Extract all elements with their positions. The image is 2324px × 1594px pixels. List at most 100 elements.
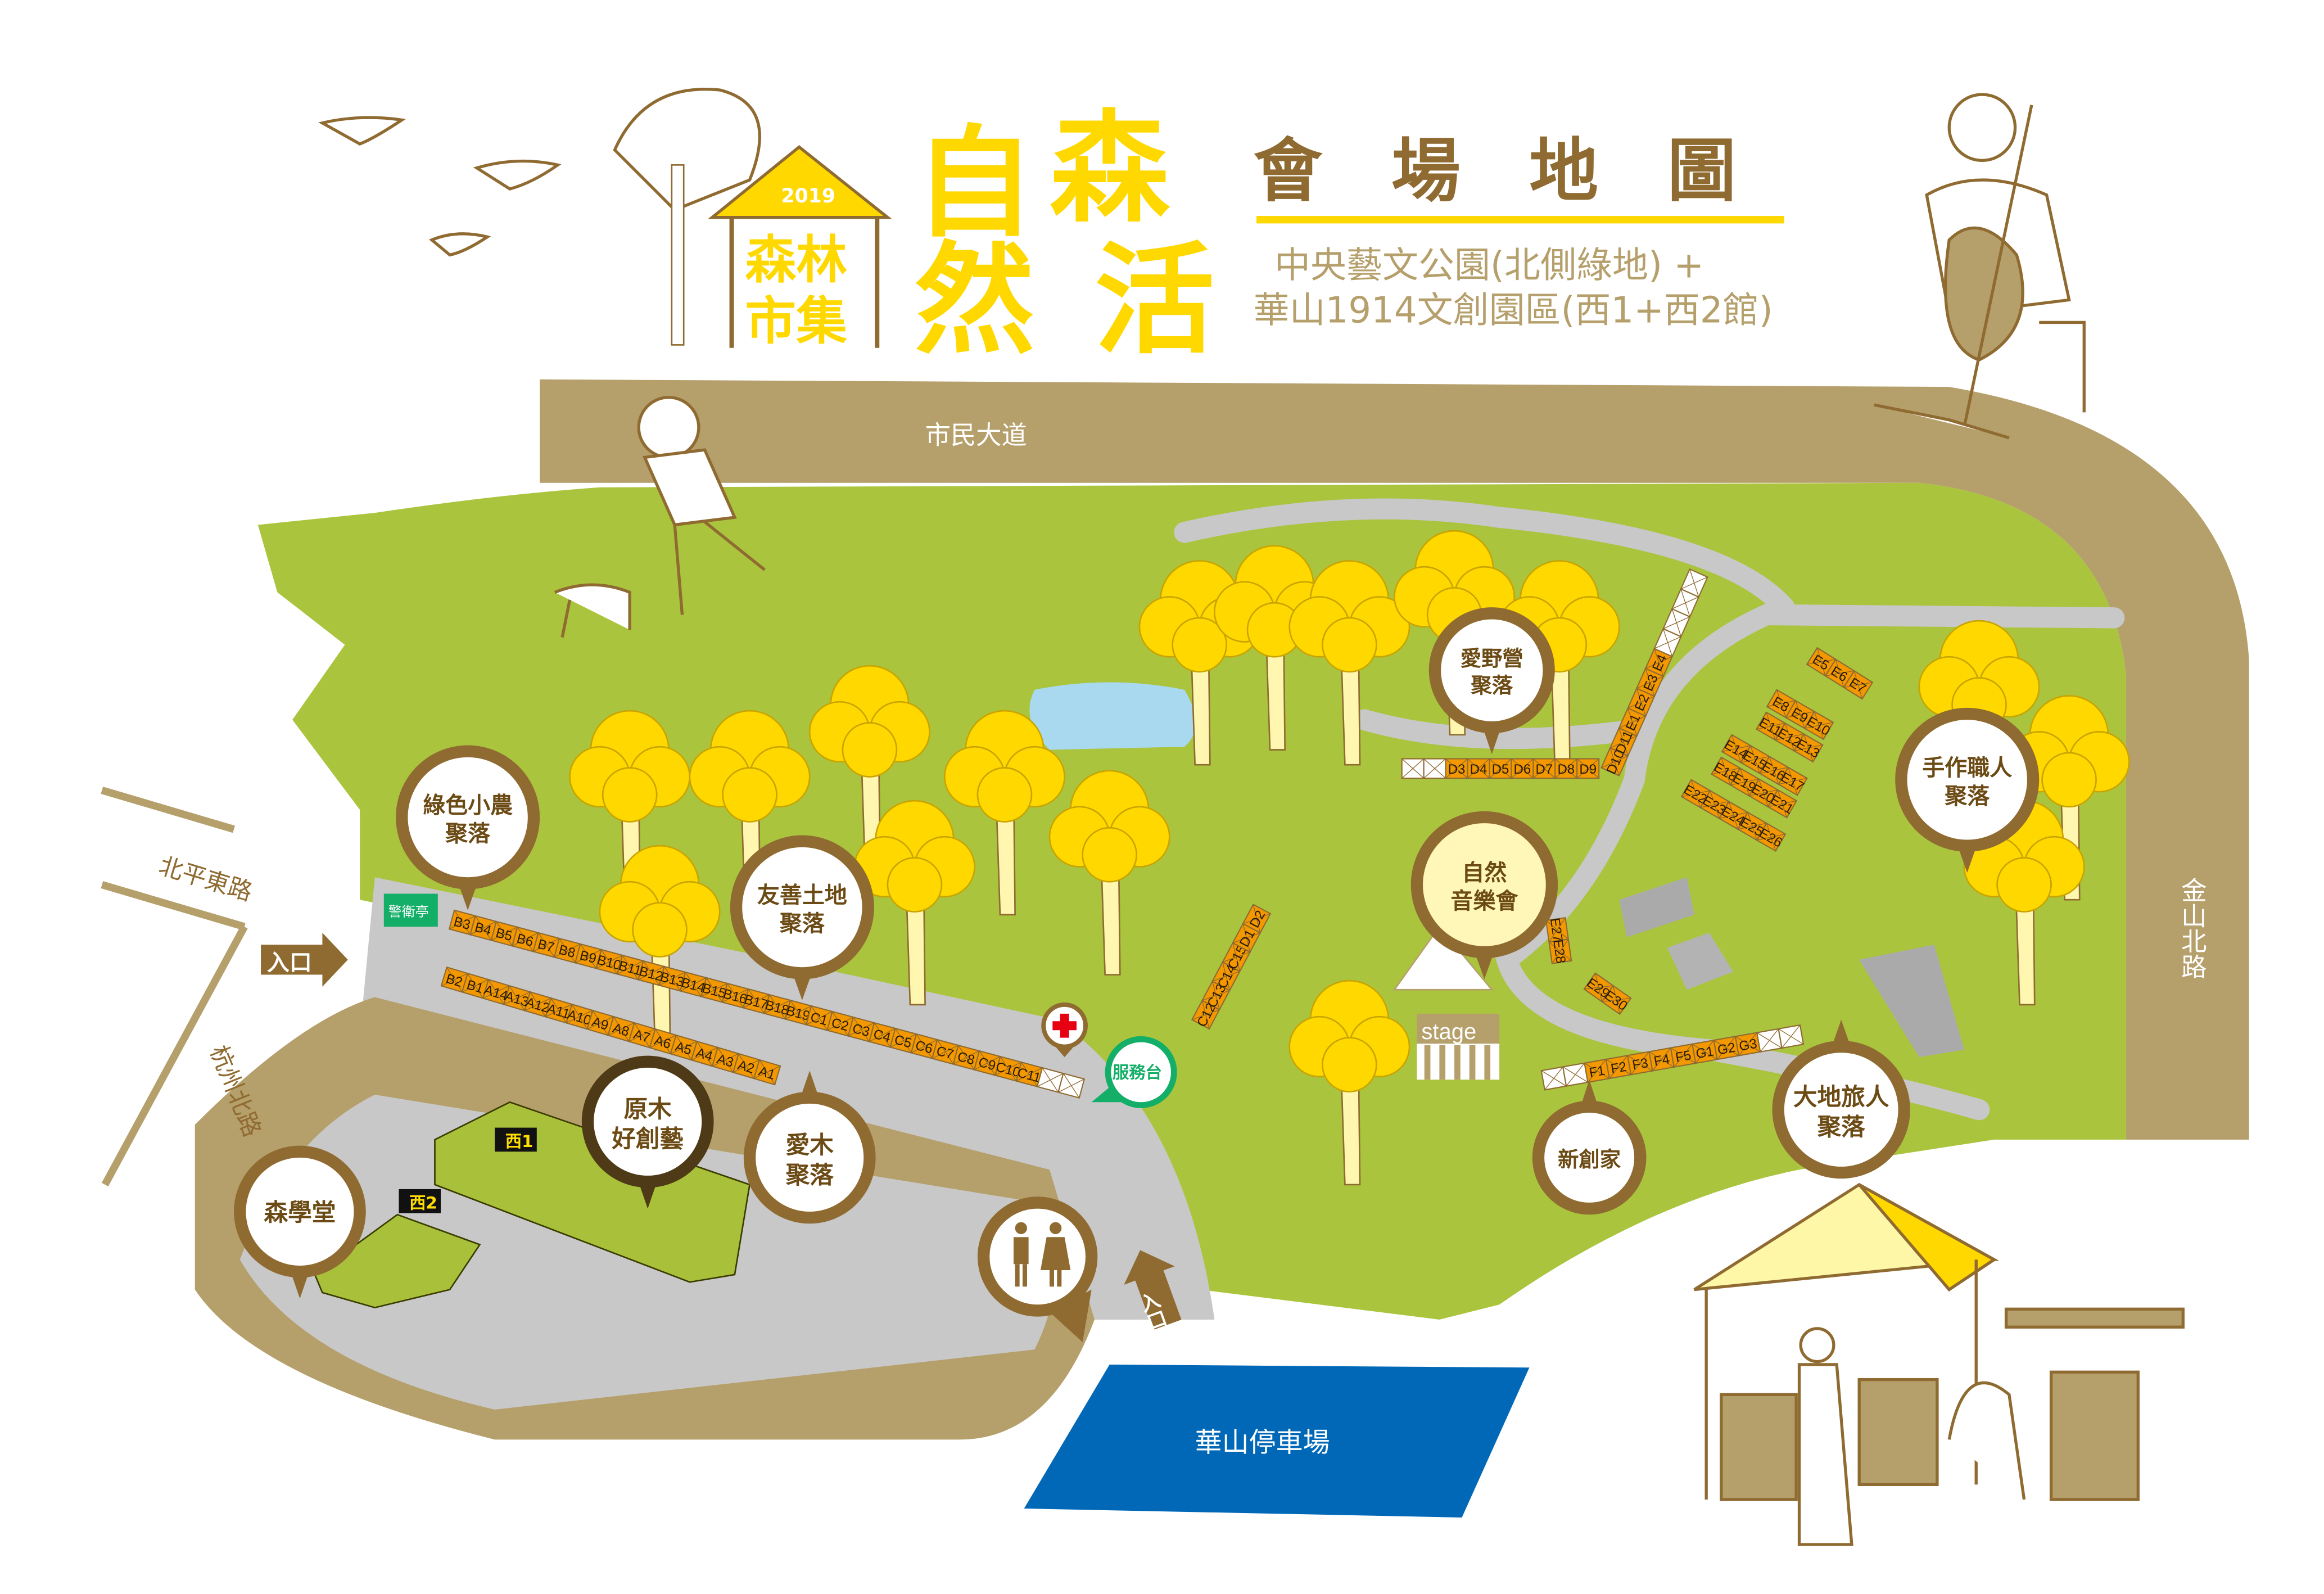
booth-label: F3 <box>1631 1055 1649 1073</box>
street-lines <box>101 787 248 1187</box>
booth-cell[interactable]: C1 <box>805 1005 833 1031</box>
empty-booth-cell[interactable] <box>1778 1024 1805 1049</box>
parking-label: 華山停車場 <box>1195 1427 1330 1458</box>
booth-cell[interactable]: F2 <box>1605 1054 1632 1080</box>
booth-cell[interactable]: B9 <box>574 943 602 969</box>
zone-name-line2: 好創藝 <box>611 1125 684 1153</box>
booth-cell[interactable]: B5 <box>490 920 518 947</box>
booth-cell[interactable]: D2 <box>1242 904 1272 934</box>
booth-label: F1 <box>1588 1063 1606 1080</box>
booth-cell[interactable]: C4 <box>868 1022 896 1048</box>
rock-block <box>1859 945 1964 1058</box>
tree <box>1288 979 1410 1186</box>
booth-cell[interactable]: D5 <box>1489 758 1512 779</box>
booth-cell[interactable]: B8 <box>553 937 581 964</box>
booth-cell[interactable]: E3 <box>1635 667 1665 697</box>
booth-cell[interactable]: F1 <box>1584 1058 1611 1083</box>
booth-cell[interactable]: D7 <box>1532 758 1556 779</box>
empty-booth-cell[interactable] <box>1671 588 1700 618</box>
booth-cell[interactable]: A5 <box>670 1034 698 1061</box>
booth-cell[interactable]: G2 <box>1713 1036 1740 1060</box>
booth-cell[interactable]: F4 <box>1648 1047 1675 1072</box>
booth-cell[interactable]: D6 <box>1511 758 1534 779</box>
entrance-west[interactable]: 入口 <box>261 932 348 987</box>
booth-cell[interactable]: B11 <box>616 954 644 981</box>
booth-cell[interactable]: C6 <box>910 1033 938 1059</box>
booth-label: E28 <box>1550 938 1568 964</box>
empty-booth-cell[interactable] <box>1680 568 1708 598</box>
map-title: 會 場 地 圖 <box>1254 131 1737 211</box>
title-char-3: 然 <box>915 231 1034 371</box>
booth-cell[interactable]: D3 <box>1445 758 1468 779</box>
booth-cell[interactable]: C3 <box>847 1016 875 1042</box>
booth-cell[interactable]: E8 <box>1766 689 1797 719</box>
booth-cell[interactable]: E27 <box>1545 916 1570 943</box>
booth-cell[interactable]: B6 <box>511 926 539 952</box>
zone-name-line1: 原木 <box>624 1095 672 1123</box>
booth-cell[interactable]: E28 <box>1548 938 1572 965</box>
booth-cell[interactable]: E2 <box>1627 687 1656 717</box>
booth-cell[interactable]: C11 <box>1015 1061 1043 1087</box>
booth-cell[interactable]: A9 <box>586 1009 614 1036</box>
booth-cell[interactable]: B4 <box>469 915 498 941</box>
booth-cell[interactable]: A11 <box>545 997 573 1024</box>
booth-cell[interactable]: C9 <box>973 1050 1001 1076</box>
restroom-marker[interactable] <box>977 1196 1098 1342</box>
booth-cell[interactable]: C7 <box>932 1038 959 1065</box>
booth-cell[interactable]: D4 <box>1467 758 1490 779</box>
parking-lot[interactable] <box>1024 1364 1530 1518</box>
booth-cell[interactable]: D8 <box>1554 758 1578 779</box>
empty-booth-cell[interactable] <box>1756 1028 1783 1053</box>
booth-cell[interactable]: A4 <box>690 1040 719 1067</box>
empty-booth-cell[interactable] <box>1540 1066 1567 1091</box>
booth-cell[interactable]: B3 <box>448 909 476 936</box>
booth-cell[interactable]: A6 <box>649 1028 677 1055</box>
booth-cell[interactable]: E22 <box>1680 779 1711 809</box>
zone-pins: 綠色小農聚落友善土地聚落原木好創藝愛木聚落森學堂愛野營聚落自然音樂會手作職人聚落… <box>234 607 2040 1299</box>
booth-cell[interactable]: D10 <box>1600 747 1629 777</box>
zone-pin-forest-school[interactable]: 森學堂 <box>234 1145 366 1299</box>
red-cross-icon <box>1052 1013 1077 1038</box>
booth-cell[interactable]: G3 <box>1734 1032 1761 1056</box>
booth-cell[interactable]: A8 <box>607 1015 635 1042</box>
booth-cell[interactable]: A1 <box>753 1059 781 1086</box>
booth-cell[interactable]: F3 <box>1626 1051 1653 1076</box>
booth-cell[interactable]: A3 <box>711 1046 740 1073</box>
booth-cell[interactable]: D1 <box>1232 923 1262 953</box>
logo-line1: 森林 <box>745 231 848 290</box>
booth-cell[interactable]: B7 <box>532 932 560 958</box>
service-desk-marker[interactable]: 服務台 <box>1091 1036 1177 1108</box>
booth-cell[interactable]: G1 <box>1691 1039 1718 1064</box>
empty-booth-cell[interactable] <box>1423 758 1446 779</box>
road-jinshan-label: 金山北路 <box>2177 877 2207 979</box>
entrance-south[interactable]: 入口 <box>1115 1241 1193 1335</box>
tree <box>853 800 975 1006</box>
booth-cell[interactable]: B2 <box>440 966 469 993</box>
booth-cell[interactable]: C8 <box>952 1044 980 1071</box>
zone-name-line1: 綠色小農 <box>423 793 513 819</box>
zone-name: 新創家 <box>1558 1147 1621 1172</box>
booth-cell[interactable]: F5 <box>1670 1043 1697 1068</box>
booth-cell[interactable]: E4 <box>1644 648 1673 678</box>
tree <box>1288 560 1410 766</box>
zone-name-line2: 聚落 <box>785 1161 834 1189</box>
booth-cell[interactable]: D9 <box>1576 758 1600 779</box>
zone-name-line2: 聚落 <box>445 821 491 847</box>
first-aid-marker[interactable] <box>1041 1002 1088 1058</box>
empty-booth-cell[interactable] <box>1057 1072 1086 1099</box>
zone-pin-new-creators[interactable]: 新創家 <box>1532 1080 1647 1215</box>
empty-booth-cell[interactable] <box>1401 758 1425 779</box>
empty-booth-cell[interactable] <box>1562 1062 1589 1087</box>
booth-cell[interactable]: B1 <box>461 972 490 999</box>
restroom-icon <box>1013 1222 1071 1287</box>
